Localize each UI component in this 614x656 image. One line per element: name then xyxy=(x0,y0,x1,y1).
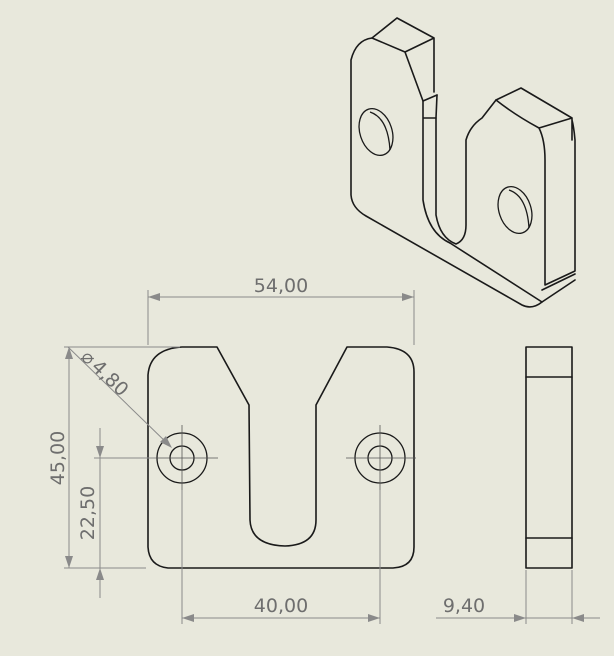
iso-bottom-edge xyxy=(449,242,576,303)
dimension-hole-spacing: 40,00 xyxy=(181,490,381,624)
iso-hole-left-inner xyxy=(369,111,391,151)
hole-height-label: 22,50 xyxy=(77,486,99,540)
side-outline xyxy=(525,346,573,569)
svg-text:⌀4,80: ⌀4,80 xyxy=(77,346,133,401)
overall-height-label: 45,00 xyxy=(47,431,69,485)
iso-back-face xyxy=(350,37,543,308)
side-view xyxy=(525,346,573,569)
overall-width-label: 54,00 xyxy=(254,275,308,297)
thickness-label: 9,40 xyxy=(443,595,485,617)
front-view xyxy=(147,346,416,569)
iso-hole-left xyxy=(358,107,394,157)
iso-left-tab-front xyxy=(422,94,451,244)
isometric-view xyxy=(350,17,576,308)
iso-hole-right-inner xyxy=(508,189,530,229)
iso-right-tab xyxy=(495,87,576,286)
dimension-thickness: 9,40 xyxy=(436,570,600,624)
dimension-overall-width: 54,00 xyxy=(147,275,415,345)
iso-hole-right xyxy=(497,185,533,235)
dimension-hole-height: 22,50 xyxy=(77,428,156,598)
hole-diameter-label: 4,80 xyxy=(87,356,133,401)
dimension-hole-diameter: ⌀4,80 xyxy=(67,346,172,448)
hole-spacing-label: 40,00 xyxy=(254,595,308,617)
front-outline xyxy=(147,346,415,569)
iso-slot xyxy=(435,99,497,245)
iso-left-tab-top xyxy=(371,17,438,102)
